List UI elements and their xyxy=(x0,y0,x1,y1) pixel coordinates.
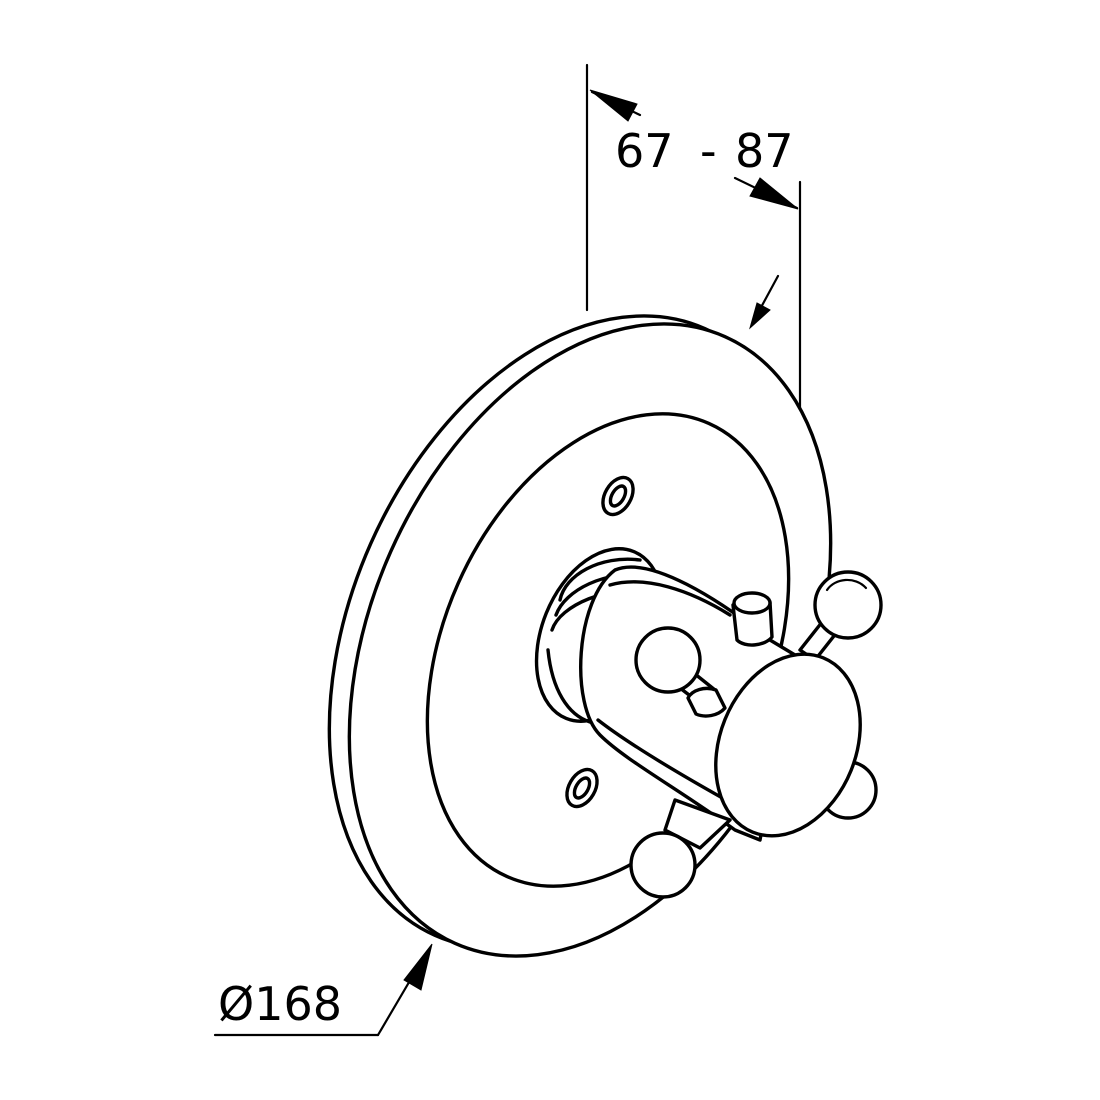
screw-hole-bottom-icon xyxy=(565,767,599,809)
arrow-front-icon xyxy=(749,177,799,210)
diameter-dimension: Ø168 xyxy=(213,943,433,1037)
depth-dimension: 67 - 87 xyxy=(585,63,802,692)
cross-handle[interactable] xyxy=(629,570,887,899)
cylinder-edge-top xyxy=(608,580,732,617)
top-pin xyxy=(731,591,774,647)
handle-knob-collar-ul xyxy=(686,686,727,718)
knob-highlight-ur xyxy=(825,578,868,592)
depth-separator: - xyxy=(700,124,717,178)
top-pin-cap xyxy=(732,591,772,615)
depth-min-label: 67 xyxy=(615,124,674,178)
thread-line-1 xyxy=(558,557,642,602)
cylinder-edge-bottom xyxy=(596,718,737,807)
depth-max-label: 87 xyxy=(735,124,794,178)
rim-pointer xyxy=(749,274,780,330)
handle-arm-lower-left xyxy=(663,798,732,850)
screw-hole-top-inner xyxy=(608,484,628,508)
handle-knob-upper-right[interactable] xyxy=(813,570,883,640)
screw-hole-bottom-inner xyxy=(572,776,592,800)
diameter-arrow-icon xyxy=(403,943,433,991)
handle-knob-lower-left[interactable] xyxy=(629,831,697,899)
diameter-label: Ø168 xyxy=(218,977,342,1031)
thread-line-4 xyxy=(546,648,592,724)
arrow-back-icon xyxy=(589,89,638,122)
screw-hole-top-icon xyxy=(601,475,635,517)
handle-knob-upper-left[interactable] xyxy=(634,626,702,694)
rim-pointer-arrow-icon xyxy=(749,302,771,330)
screw-holes xyxy=(565,475,635,809)
handle-hub[interactable] xyxy=(690,632,887,857)
